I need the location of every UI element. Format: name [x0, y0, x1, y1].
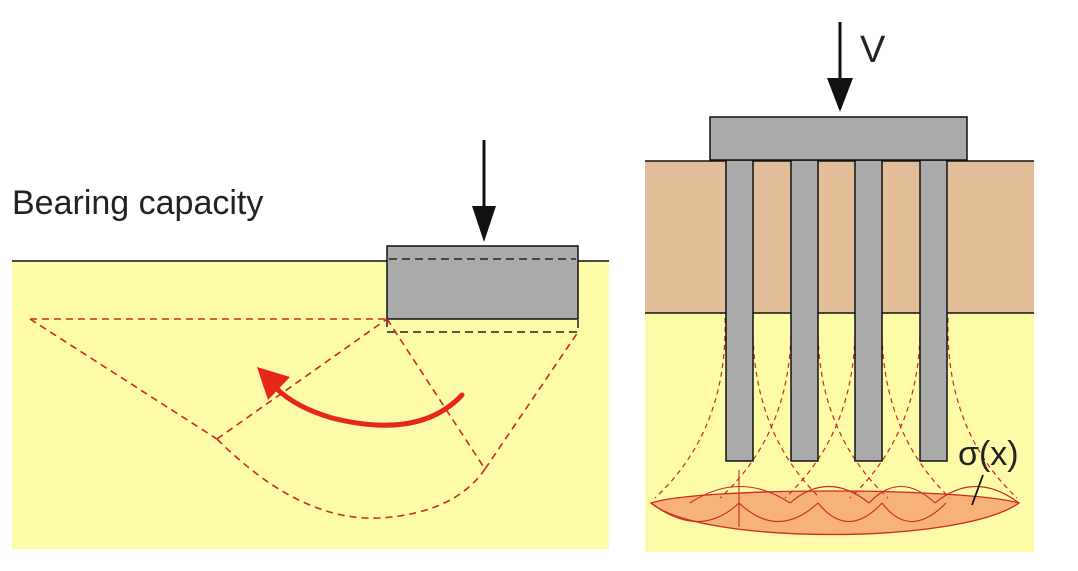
load-arrow: [472, 140, 496, 242]
pile-1: [725, 159, 754, 462]
stress-label-leader: [971, 474, 984, 506]
vertical-load-label: V: [860, 29, 886, 71]
rotation-arrow: [257, 367, 465, 428]
bearing-capacity-panel: Bearing capacity: [12, 140, 609, 549]
panel-title: Bearing capacity: [12, 184, 263, 222]
failure-surface: [29, 318, 579, 519]
stress-distribution: [649, 470, 1021, 536]
vertical-load-arrow: [827, 22, 853, 112]
stress-label: σ(x): [958, 435, 1019, 473]
stress-fans: [654, 317, 1018, 499]
settlement-outline: [386, 319, 579, 333]
pile-2: [790, 159, 819, 462]
pile-4: [919, 159, 948, 462]
footing: [386, 245, 579, 320]
pile-3: [854, 159, 883, 462]
pile-foundation-panel: V σ(x): [645, 22, 1034, 552]
clay-layer: [645, 161, 1034, 313]
pile-cap: [709, 116, 968, 161]
